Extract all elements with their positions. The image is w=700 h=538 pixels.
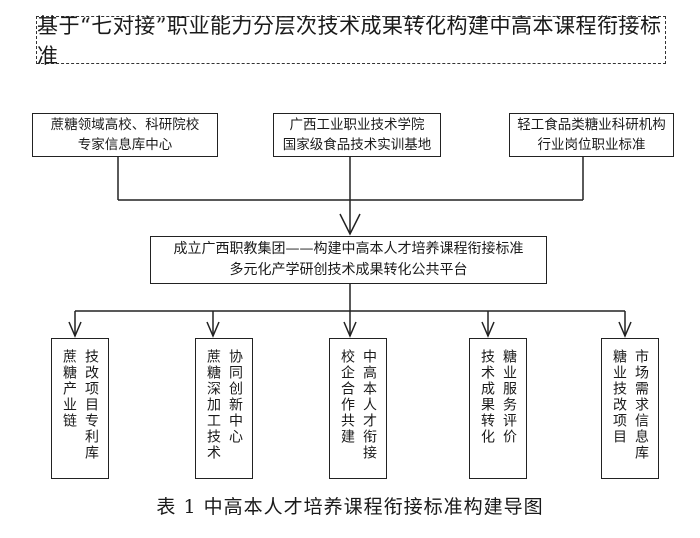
top-box-line2: 国家级食品技术实训基地 xyxy=(282,137,432,153)
bottom-box-2: 协同创新中心 蔗糖深加工技术 xyxy=(195,338,253,479)
top-box-line2: 行业岗位职业标准 xyxy=(537,137,646,153)
bottom-box-col2: 蔗糖深加工技术 xyxy=(205,349,221,461)
top-box-industry-standards: 轻工食品类糖业科研机构 行业岗位职业标准 xyxy=(509,113,674,157)
bottom-box-col1: 市场需求信息库 xyxy=(633,349,649,461)
arrow-bottom-2 xyxy=(206,321,220,338)
bottom-box-col1: 中高本人才衔接 xyxy=(361,349,377,461)
bottom-box-col2: 技术成果转化 xyxy=(479,349,495,445)
bottom-box-col2: 糖业技改项目 xyxy=(611,349,627,445)
bottom-box-4: 糖业服务评价 技术成果转化 xyxy=(469,338,527,479)
top-box-training-base: 广西工业职业技术学院 国家级食品技术实训基地 xyxy=(273,113,441,157)
figure-caption: 表 1 中高本人才培养课程衔接标准构建导图 xyxy=(156,496,544,518)
top-box-line1: 轻工食品类糖业科研机构 xyxy=(517,117,666,133)
top-box-line1: 蔗糖领域高校、科研院校 xyxy=(50,117,200,133)
middle-box-line2: 多元化产学研创技术成果转化公共平台 xyxy=(229,262,468,278)
bottom-box-col1: 糖业服务评价 xyxy=(501,349,517,445)
top-box-line2: 专家信息库中心 xyxy=(77,137,173,153)
arrow-bottom-3 xyxy=(343,321,357,338)
bottom-box-col1: 技改项目专利库 xyxy=(83,349,99,461)
bottom-box-1: 技改项目专利库 蔗糖产业链 xyxy=(51,338,109,479)
top-box-line1: 广西工业职业技术学院 xyxy=(289,117,425,133)
bottom-box-col1: 协同创新中心 xyxy=(227,349,243,445)
bottom-box-col2: 校企合作共建 xyxy=(339,349,355,445)
arrow-bottom-4 xyxy=(481,321,495,338)
bottom-box-5: 市场需求信息库 糖业技改项目 xyxy=(601,338,659,479)
arrow-to-middle xyxy=(339,213,361,236)
arrow-bottom-1 xyxy=(68,321,82,338)
bottom-box-3: 中高本人才衔接 校企合作共建 xyxy=(329,338,387,479)
bottom-box-col2: 蔗糖产业链 xyxy=(61,349,77,429)
diagram-title: 基于“七对接”职业能力分层次技术成果转化构建中高本课程衔接标准 xyxy=(37,14,662,68)
diagram-title-box: 基于“七对接”职业能力分层次技术成果转化构建中高本课程衔接标准 xyxy=(36,14,666,68)
top-box-expert-database: 蔗糖领域高校、科研院校 专家信息库中心 xyxy=(32,113,218,157)
arrow-bottom-5 xyxy=(618,321,632,338)
middle-box-line1: 成立广西职教集团——构建中高本人才培养课程衔接标准 xyxy=(173,241,524,257)
middle-box-platform: 成立广西职教集团——构建中高本人才培养课程衔接标准 多元化产学研创技术成果转化公… xyxy=(150,236,547,284)
